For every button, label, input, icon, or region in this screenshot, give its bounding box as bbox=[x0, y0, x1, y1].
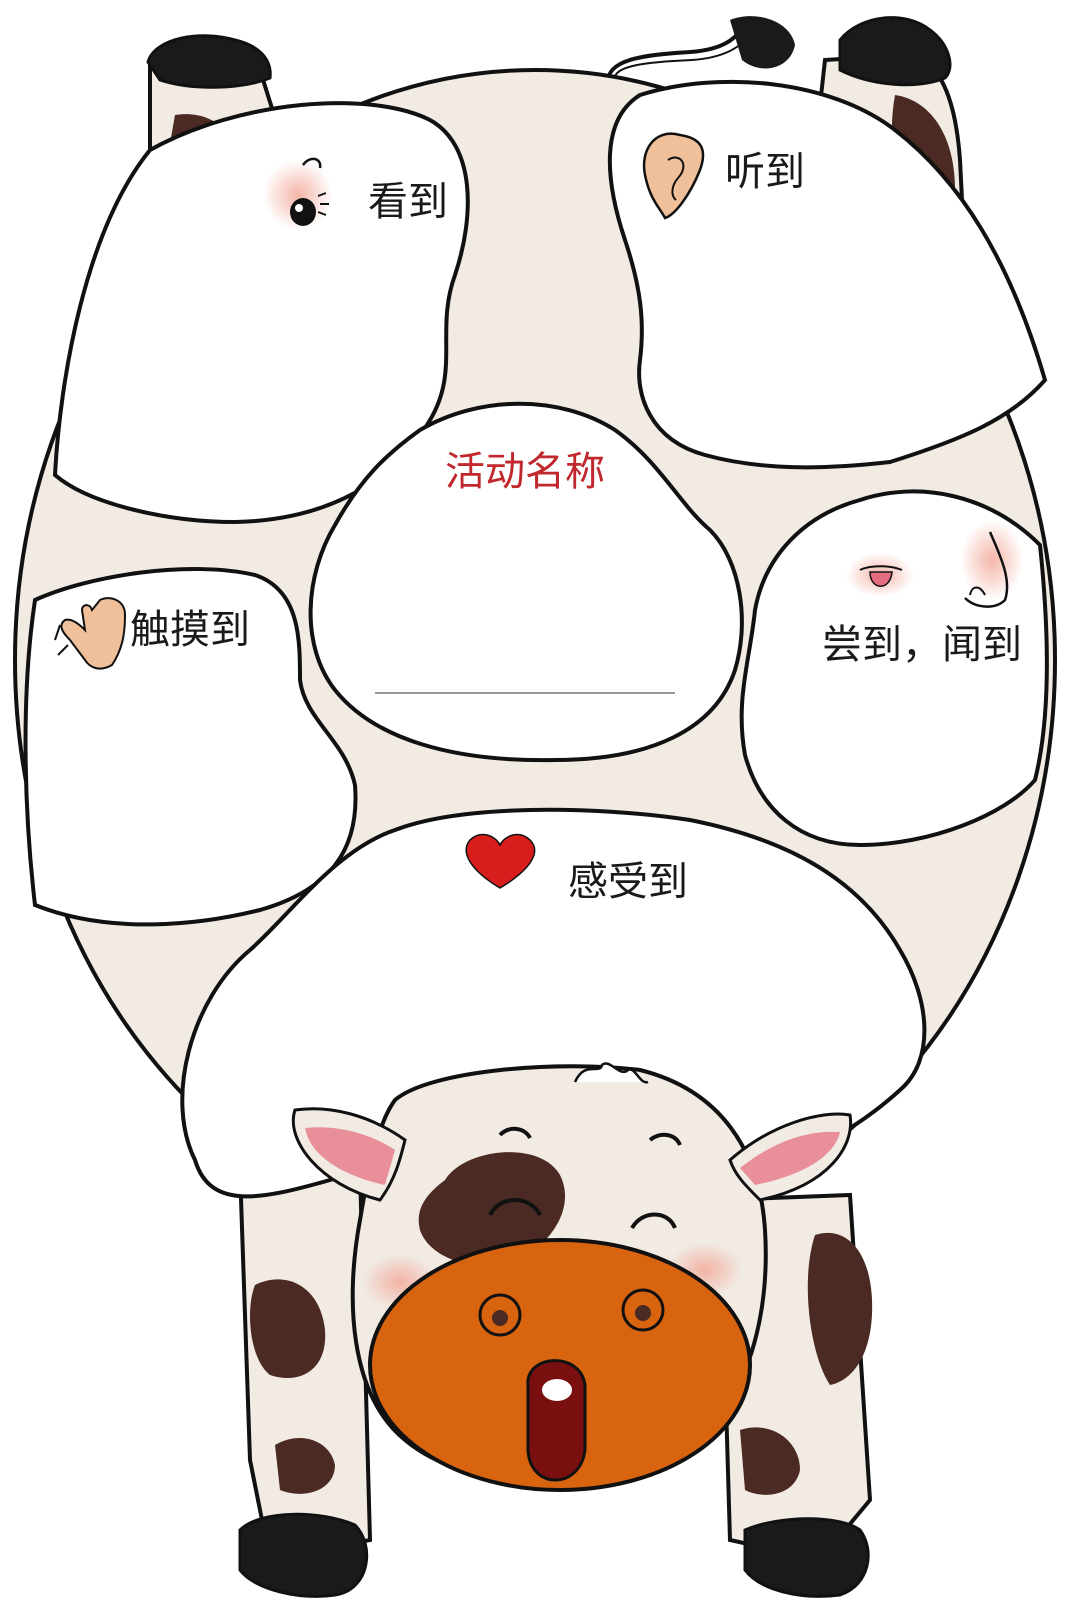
eye-icon bbox=[263, 157, 333, 230]
cow-mouth bbox=[526, 1359, 587, 1482]
panel-hear bbox=[607, 79, 1048, 470]
label-taste-smell: 尝到，闻到 bbox=[822, 622, 1022, 668]
label-hear: 听到 bbox=[725, 149, 805, 195]
label-see: 看到 bbox=[368, 179, 448, 225]
nose-icon bbox=[960, 520, 1024, 608]
label-feel: 感受到 bbox=[568, 859, 688, 905]
ear-icon bbox=[642, 132, 705, 220]
cow-head bbox=[291, 1062, 853, 1492]
tongue-icon bbox=[846, 553, 914, 597]
hand-icon bbox=[54, 597, 127, 670]
heart-icon bbox=[465, 833, 536, 889]
front-leg-left bbox=[237, 1168, 373, 1598]
panel-activity bbox=[308, 401, 744, 763]
label-touch: 触摸到 bbox=[130, 607, 250, 653]
label-activity-name: 活动名称 bbox=[445, 449, 605, 495]
tail bbox=[605, 16, 795, 86]
